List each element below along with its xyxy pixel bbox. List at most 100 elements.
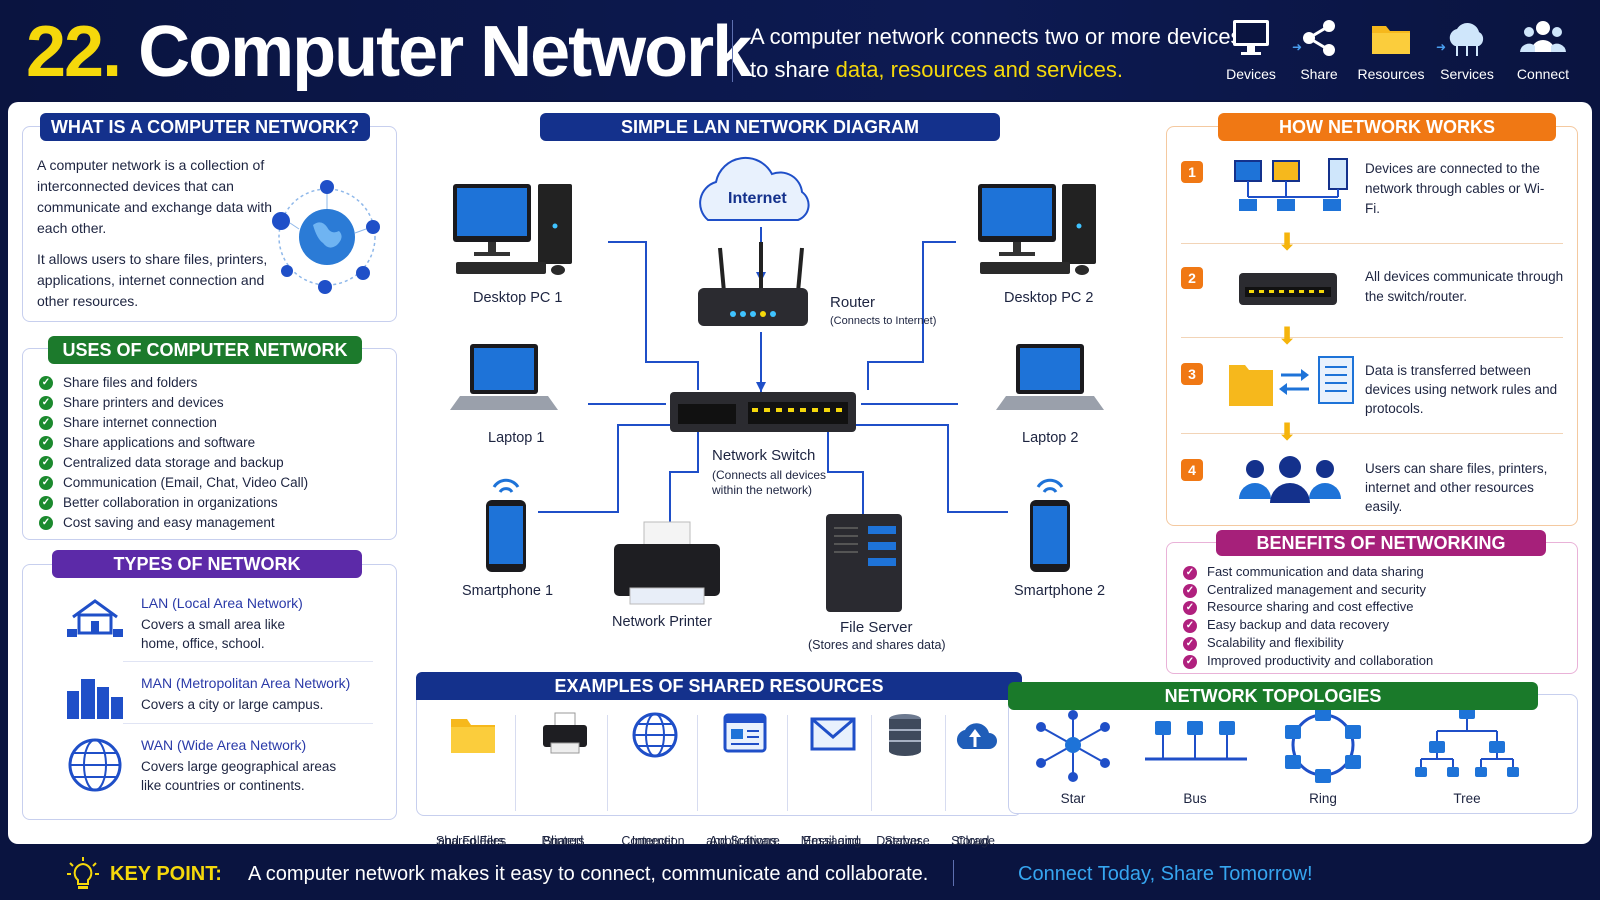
tagline-highlight: data, resources and services. xyxy=(835,57,1123,82)
how-works-card: 1 Devices are connected to the network t… xyxy=(1166,126,1578,526)
list-item: Share applications and software xyxy=(39,433,308,453)
desktop-pc-2-label: Desktop PC 2 xyxy=(1004,290,1094,306)
divider xyxy=(697,715,698,811)
step-3-text: Data is transferred between devices usin… xyxy=(1365,363,1558,416)
folder-icon xyxy=(1372,26,1410,54)
switch-sublabel-1: (Connects all devices xyxy=(712,468,827,482)
topology-label: Tree xyxy=(1453,791,1481,806)
topology-ring: Ring xyxy=(1263,701,1383,806)
topology-label: Star xyxy=(1060,791,1086,806)
switch-sublabel-2: within the network) xyxy=(712,483,813,497)
smartphone-1-icon xyxy=(486,478,526,572)
data-transfer-icon xyxy=(1229,356,1354,406)
footer-slogan: Connect Today, Share Tomorrow! xyxy=(1018,863,1313,885)
ring-topology-icon xyxy=(1285,707,1361,783)
step-2-text: All devices communicate through the swit… xyxy=(1365,269,1564,304)
desktop-pc-1-label: Desktop PC 1 xyxy=(473,290,563,306)
globe-icon xyxy=(632,712,678,758)
router-sublabel: (Connects to Internet) xyxy=(830,315,937,327)
header-devices-label: Devices xyxy=(1226,66,1276,82)
topology-tree: Tree xyxy=(1407,701,1527,806)
desktop-pc-2-icon xyxy=(978,184,1096,275)
share-icon xyxy=(1303,20,1335,56)
header-share: Share xyxy=(1284,16,1354,82)
uses-heading: USES OF COMPUTER NETWORK xyxy=(48,336,362,364)
arrow-icon: ➜ xyxy=(1436,40,1447,54)
list-item: Fast communication and data sharing xyxy=(1183,563,1433,581)
divider xyxy=(1181,337,1563,338)
type-wan: WAN (Wide Area Network) Covers large geo… xyxy=(43,737,383,799)
footer-divider xyxy=(953,860,954,886)
type-lan: LAN (Local Area Network) Covers a small … xyxy=(43,595,383,657)
list-item: Better collaboration in organizations xyxy=(39,493,308,513)
topology-bus: Bus xyxy=(1135,701,1255,806)
divider xyxy=(871,715,872,811)
resources-heading: EXAMPLES OF SHARED RESOURCES xyxy=(416,672,1022,700)
file-server-label: File Server xyxy=(840,619,913,636)
smartphone-2-icon xyxy=(1030,478,1070,572)
title-number: 22. xyxy=(26,12,122,92)
laptop-1-label: Laptop 1 xyxy=(488,430,545,446)
types-card: LAN (Local Area Network) Covers a small … xyxy=(22,564,397,820)
arrow-icon: ➜ xyxy=(1292,40,1303,54)
network-switch-icon xyxy=(670,392,856,432)
file-server-icon xyxy=(826,514,902,612)
what-is-heading: WHAT IS A COMPUTER NETWORK? xyxy=(40,113,370,141)
step-3-number: 3 xyxy=(1181,363,1203,385)
main-panel: A computer network is a collection of in… xyxy=(8,102,1592,848)
header-devices: Devices xyxy=(1216,16,1286,82)
laptop-2-label: Laptop 2 xyxy=(1022,430,1079,446)
city-buildings-icon xyxy=(67,679,123,719)
man-title: MAN (Metropolitan Area Network) xyxy=(141,675,351,691)
header-resources: Resources xyxy=(1356,16,1426,82)
benefits-card: Fast communication and data sharing Cent… xyxy=(1166,542,1578,674)
header-connect: Connect xyxy=(1508,16,1578,82)
header-divider xyxy=(732,20,733,82)
uses-card: Share files and folders Share printers a… xyxy=(22,348,397,540)
topology-label: Bus xyxy=(1183,791,1207,806)
topology-label: Ring xyxy=(1309,791,1337,806)
envelope-icon xyxy=(810,717,856,751)
header-services-label: Services xyxy=(1440,66,1494,82)
switch-small-icon xyxy=(1239,273,1337,305)
how-works-heading: HOW NETWORK WORKS xyxy=(1218,113,1556,141)
list-item: Easy backup and data recovery xyxy=(1183,616,1433,634)
internet-cloud-icon xyxy=(699,156,810,221)
router-icon xyxy=(698,242,808,326)
divider xyxy=(515,715,516,811)
page-footer: KEY POINT: A computer network makes it e… xyxy=(0,846,1600,900)
step-2-number: 2 xyxy=(1181,267,1203,289)
header-icon-row: Devices ➜ Share Resources ➜ Services Con… xyxy=(1226,16,1600,96)
key-point-text: A computer network makes it easy to conn… xyxy=(248,863,929,885)
lightbulb-icon xyxy=(67,857,99,889)
bus-topology-icon xyxy=(1145,721,1247,761)
header-resources-label: Resources xyxy=(1357,66,1425,82)
topology-star: Star xyxy=(1013,701,1133,806)
divider xyxy=(945,715,946,811)
star-topology-icon xyxy=(1036,710,1110,782)
step-1-text: Devices are connected to the network thr… xyxy=(1365,161,1545,216)
diagram-heading: SIMPLE LAN NETWORK DIAGRAM xyxy=(540,113,1000,141)
smartphone-1-label: Smartphone 1 xyxy=(462,583,554,599)
page-header: 22. Computer Network A computer network … xyxy=(0,0,1600,100)
tagline-line-2: to share data, resources and services. xyxy=(750,53,1242,86)
list-item: Communication (Email, Chat, Video Call) xyxy=(39,473,308,493)
app-window-icon xyxy=(723,713,767,753)
tagline: A computer network connects two or more … xyxy=(750,20,1242,86)
tagline-prefix: to share xyxy=(750,57,836,82)
benefits-list: Fast communication and data sharing Cent… xyxy=(1183,563,1433,669)
router-label: Router xyxy=(830,294,876,311)
what-is-paragraph-1: A computer network is a collection of in… xyxy=(37,157,273,236)
database-icon xyxy=(889,714,921,756)
types-heading: TYPES OF NETWORK xyxy=(52,550,362,578)
step-4-text: Users can share files, printers, interne… xyxy=(1365,461,1548,514)
laptop-1-icon xyxy=(450,344,558,410)
tree-topology-icon xyxy=(1415,705,1519,777)
step-1-number: 1 xyxy=(1181,161,1203,183)
lan-diagram xyxy=(450,156,1104,612)
